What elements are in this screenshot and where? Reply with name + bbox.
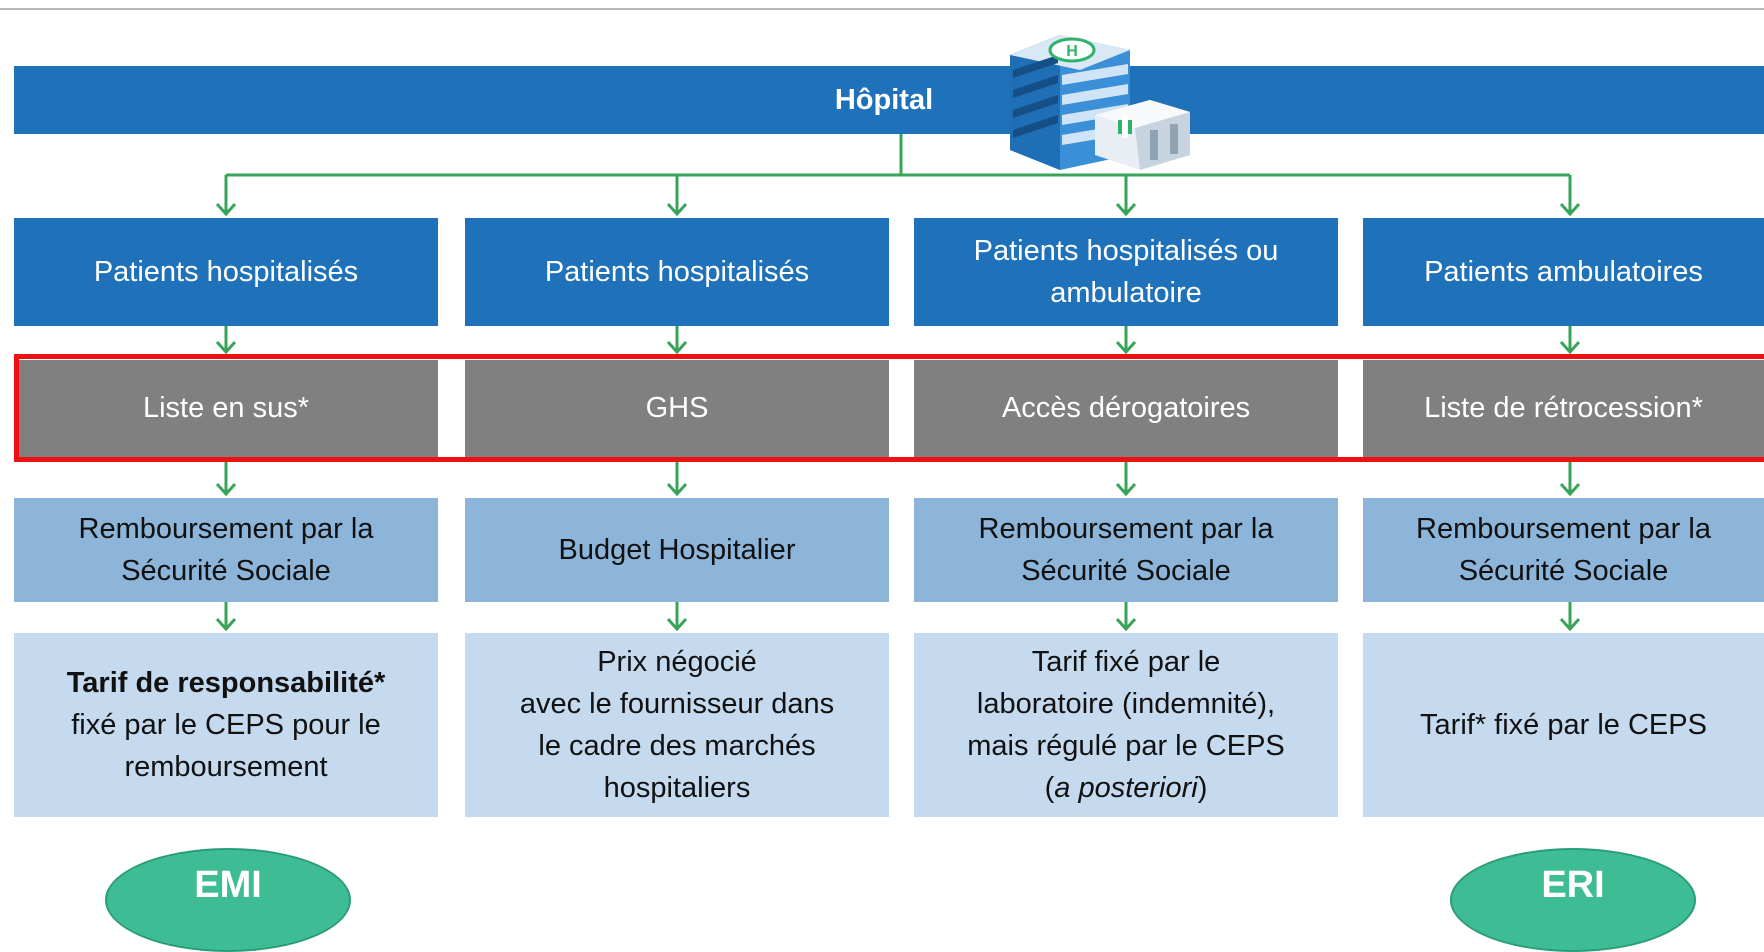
funding-line-4a: Remboursement par la bbox=[1416, 512, 1711, 545]
pricing-line-2d: hospitaliers bbox=[603, 772, 751, 805]
arrow-to-pricing-2-head bbox=[666, 617, 688, 632]
top-divider bbox=[0, 8, 1764, 10]
list-box-3: Accès dérogatoires bbox=[914, 360, 1338, 457]
funding-line-2: Budget Hospitalier bbox=[558, 533, 796, 566]
funding-box-3: Remboursement par la Sécurité Sociale bbox=[914, 498, 1338, 602]
badge-eri-label: ERI bbox=[1541, 863, 1605, 906]
patients-box-1: Patients hospitalisés bbox=[14, 218, 438, 326]
pricing-box-3: Tarif fixé par le laboratoire (indemnité… bbox=[914, 633, 1338, 817]
hospital-header-label: Hôpital bbox=[834, 83, 934, 116]
funding-box-1: Remboursement par la Sécurité Sociale bbox=[14, 498, 438, 602]
patients-box-2: Patients hospitalisés bbox=[465, 218, 889, 326]
hospital-building-icon: H bbox=[1010, 35, 1190, 170]
patients-label-2: Patients hospitalisés bbox=[544, 255, 810, 288]
arrow-to-funding-4-head bbox=[1559, 482, 1581, 497]
arrow-to-pricing-4-head bbox=[1559, 617, 1581, 632]
funding-box-4: Remboursement par la Sécurité Sociale bbox=[1363, 498, 1764, 602]
badge-eri: ERI bbox=[1450, 848, 1696, 952]
pricing-italic-3: a posteriori bbox=[1054, 772, 1198, 805]
hospital-header: Hôpital bbox=[14, 66, 1764, 134]
funding-line-1a: Remboursement par la bbox=[78, 512, 374, 545]
funding-line-4b: Sécurité Sociale bbox=[1458, 555, 1669, 587]
pricing-line-3c: mais régulé par le CEPS bbox=[967, 730, 1285, 762]
arrow-to-patients-4-head bbox=[1559, 202, 1581, 217]
patients-label-1: Patients hospitalisés bbox=[93, 255, 359, 288]
arrow-to-list-3-head bbox=[1115, 340, 1137, 355]
arrow-to-funding-2-head bbox=[666, 482, 688, 497]
arrow-to-pricing-3-head bbox=[1115, 617, 1137, 632]
arrow-to-patients-1-head bbox=[215, 202, 237, 217]
patients-box-3: Patients hospitalisés ou ambulatoire bbox=[914, 218, 1338, 326]
arrow-to-patients-3-head bbox=[1115, 202, 1137, 217]
list-box-4: Liste de rétrocession* bbox=[1363, 360, 1764, 457]
funding-line-1b: Sécurité Sociale bbox=[121, 555, 331, 587]
pricing-line-4: Tarif* fixé par le CEPS bbox=[1420, 708, 1707, 741]
patients-label-3a: Patients hospitalisés ou bbox=[973, 234, 1279, 267]
list-label-2: GHS bbox=[645, 392, 709, 425]
arrow-to-patients-2-head bbox=[666, 202, 688, 217]
arrow-to-funding-1-head bbox=[215, 482, 237, 497]
arrow-to-list-2-head bbox=[666, 340, 688, 355]
badge-emi-label: EMI bbox=[194, 863, 262, 906]
pricing-line-1a: fixé par le CEPS pour le bbox=[71, 708, 381, 741]
pricing-line-2c: le cadre des marchés bbox=[538, 730, 816, 762]
pricing-line-3b: laboratoire (indemnité), bbox=[976, 687, 1276, 720]
flow-connectors bbox=[215, 134, 1581, 632]
svg-text:H: H bbox=[1066, 43, 1078, 60]
badge-emi: EMI bbox=[105, 848, 351, 952]
arrow-to-funding-3-head bbox=[1115, 482, 1137, 497]
list-label-1: Liste en sus* bbox=[142, 392, 310, 425]
pricing-box-2: Prix négocié avec le fournisseur dans le… bbox=[465, 633, 889, 817]
patients-label-4: Patients ambulatoires bbox=[1424, 255, 1703, 288]
pricing-paren-open: ( bbox=[1044, 772, 1055, 805]
pricing-bold-1: Tarif de responsabilité* bbox=[66, 666, 386, 699]
list-box-1: Liste en sus* bbox=[14, 360, 438, 457]
highlight-frame bbox=[14, 354, 1764, 462]
pricing-box-1: Tarif de responsabilité* fixé par le CEP… bbox=[14, 633, 438, 817]
pricing-line-3a: Tarif fixé par le bbox=[1031, 645, 1221, 678]
list-label-3: Accès dérogatoires bbox=[1001, 392, 1251, 425]
arrow-to-list-1-head bbox=[215, 340, 237, 355]
funding-line-3b: Sécurité Sociale bbox=[1021, 555, 1231, 587]
arrow-to-pricing-1-head bbox=[215, 617, 237, 632]
list-label-4: Liste de rétrocession* bbox=[1424, 392, 1703, 425]
funding-box-2: Budget Hospitalier bbox=[465, 498, 889, 602]
funding-line-3a: Remboursement par la bbox=[978, 512, 1274, 545]
pricing-line-1b: remboursement bbox=[124, 751, 328, 784]
patients-box-4: Patients ambulatoires bbox=[1363, 218, 1764, 326]
list-box-2: GHS bbox=[465, 360, 889, 457]
pricing-paren-close: ) bbox=[1197, 772, 1208, 805]
patients-label-3b: ambulatoire bbox=[1050, 277, 1202, 309]
pricing-line-2a: Prix négocié bbox=[597, 645, 757, 678]
arrow-to-list-4-head bbox=[1559, 340, 1581, 355]
pricing-box-4: Tarif* fixé par le CEPS bbox=[1363, 633, 1764, 817]
pricing-line-3d: (a posteriori) bbox=[967, 767, 1285, 809]
pricing-line-2b: avec le fournisseur dans bbox=[519, 687, 835, 720]
